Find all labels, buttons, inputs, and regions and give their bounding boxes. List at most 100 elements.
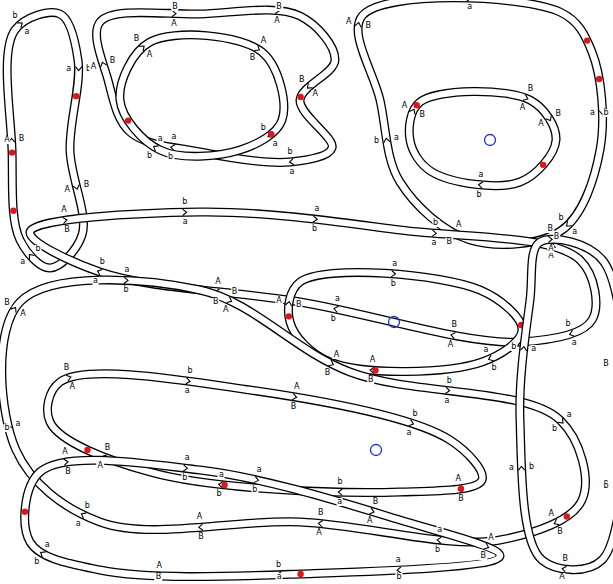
direction-chevron: [96, 268, 102, 275]
strand-letter: A: [345, 18, 352, 26]
tube-outline: [520, 239, 613, 569]
direction-chevron: [152, 144, 159, 152]
direction-chevron: [124, 277, 128, 284]
tube-core: [409, 91, 556, 185]
strand-letter: B: [457, 495, 465, 503]
strand-letter: b: [11, 12, 18, 20]
direction-chevron: [432, 230, 436, 237]
red-dot: [9, 149, 15, 155]
strand-letter: A: [61, 448, 68, 456]
direction-chevron: [318, 520, 323, 527]
strand-letter: A: [537, 120, 544, 128]
direction-chevron: [558, 418, 565, 425]
direction-chevron: [292, 393, 297, 400]
red-dot: [84, 447, 90, 453]
direction-chevron: [391, 271, 395, 278]
strand-letter: B: [364, 22, 372, 30]
tube-core: [48, 374, 483, 493]
strand-letter: b: [373, 137, 380, 145]
blue-ring: [485, 135, 496, 146]
strand-letter: b: [475, 191, 482, 199]
direction-chevron: [64, 459, 69, 466]
direction-chevron: [172, 10, 176, 17]
strand-letter: a: [184, 454, 191, 462]
strand-letter: a: [395, 556, 402, 564]
red-dot: [564, 513, 570, 519]
strand-letter: b: [311, 225, 318, 233]
strand-letter: a: [571, 339, 578, 347]
tube-strand: [120, 35, 284, 156]
red-dot: [596, 76, 602, 82]
direction-chevron: [437, 537, 442, 544]
direction-chevron: [289, 158, 294, 165]
strand-letter: A: [401, 102, 408, 110]
direction-chevron: [254, 45, 261, 53]
direction-chevron: [520, 346, 527, 351]
strand-letter: B: [63, 226, 71, 234]
strand-letter: B: [324, 369, 332, 377]
strand-letter: A: [455, 221, 462, 229]
tube-core: [25, 460, 500, 576]
strand-letter: B: [155, 573, 163, 581]
strand-letter: B: [367, 376, 375, 384]
strand-letter: A: [156, 562, 163, 570]
direction-chevron: [383, 138, 390, 143]
direction-chevron: [523, 94, 529, 101]
strand-letter: B: [527, 85, 535, 93]
strand-letter: b: [490, 364, 497, 372]
strand-letter: B: [372, 498, 380, 506]
direction-chevron: [80, 511, 86, 519]
tube-strand: [518, 236, 613, 572]
strand-letter: B: [295, 301, 303, 309]
strand-letter: b: [286, 148, 293, 156]
strand-letter: A: [222, 306, 229, 314]
strand-letter: A: [170, 20, 177, 28]
tube-core: [2, 280, 586, 542]
strand-letter: a: [589, 109, 596, 117]
strand-letter: a: [44, 541, 51, 549]
strand-letter: A: [519, 104, 526, 112]
strand-letter: b: [551, 425, 558, 433]
tube-strand: [2, 277, 586, 543]
strand-letter: a: [444, 397, 451, 405]
red-dot: [413, 102, 419, 108]
tube-strand: [355, 0, 606, 244]
strand-letter: b: [3, 424, 10, 432]
strand-letter: B: [553, 233, 561, 241]
strand-letter: B: [3, 299, 11, 307]
tube-strand: [48, 374, 483, 496]
strand-letter: A: [96, 462, 103, 470]
direction-chevron: [546, 115, 554, 122]
red-dot: [10, 207, 16, 213]
direction-chevron: [186, 378, 191, 385]
strand-letter: B: [63, 364, 71, 372]
strand-letter: a: [483, 346, 490, 354]
strand-letter: B: [275, 3, 283, 11]
strand-letter: a: [530, 345, 537, 353]
tube-outline: [48, 374, 483, 493]
strand-letter: a: [276, 573, 283, 581]
strand-letter: b: [557, 214, 564, 222]
strand-letter: a: [508, 464, 515, 472]
strand-letter: a: [466, 3, 473, 11]
strand-letter: A: [196, 513, 203, 521]
strand-letter: a: [19, 258, 26, 266]
red-dot: [372, 367, 378, 373]
strand-letter: A: [90, 63, 97, 71]
direction-chevron: [409, 108, 417, 114]
strand-letter: a: [336, 498, 343, 506]
direction-chevron: [75, 67, 81, 71]
strand-letter: b: [33, 558, 40, 566]
strand-letter: B: [562, 555, 570, 563]
strand-letter: A: [68, 383, 75, 391]
tube-strand: [22, 459, 500, 580]
red-dot: [584, 37, 590, 43]
strand-letter: A: [315, 529, 322, 537]
strand-letter: b: [186, 367, 193, 375]
strand-letter: a: [256, 466, 263, 474]
strand-letter: B: [18, 135, 26, 143]
strand-letter: a: [566, 411, 573, 419]
direction-chevron: [487, 355, 493, 362]
direction-chevron: [478, 182, 483, 189]
